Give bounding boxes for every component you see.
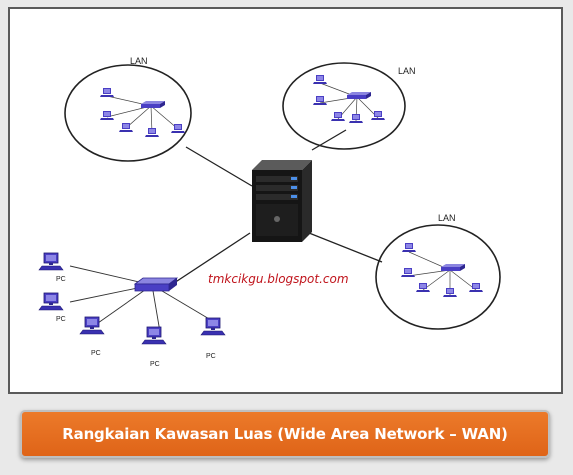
computer-icon (38, 252, 64, 271)
computer-icon (141, 326, 167, 345)
computer-icon (79, 316, 105, 335)
watermark-url: tmkcikgu.blogspot.com (208, 272, 349, 286)
hub-icon (134, 277, 178, 292)
lan-cluster-2 (282, 62, 406, 150)
wan-diagram: LAN LAN LAN (38, 56, 501, 368)
wan-links (170, 129, 383, 286)
pc-label: PC (91, 350, 101, 357)
lan-label-2: LAN (398, 66, 416, 76)
pc-label: PC (150, 361, 160, 368)
pc-label: PC (56, 316, 66, 323)
lan-cluster-1 (64, 64, 192, 162)
server-icon (252, 160, 312, 242)
computer-icon (200, 317, 226, 336)
lan-label-3: LAN (438, 213, 456, 223)
lan-cluster-3 (375, 224, 501, 330)
lan-label-1: LAN (130, 56, 148, 66)
caption-banner: Rangkaian Kawasan Luas (Wide Area Networ… (20, 410, 550, 458)
computer-icon (38, 292, 64, 311)
pc-label: PC (56, 276, 66, 283)
pc-label: PC (206, 353, 216, 360)
caption-text: Rangkaian Kawasan Luas (Wide Area Networ… (62, 425, 508, 443)
main-network (38, 252, 226, 345)
